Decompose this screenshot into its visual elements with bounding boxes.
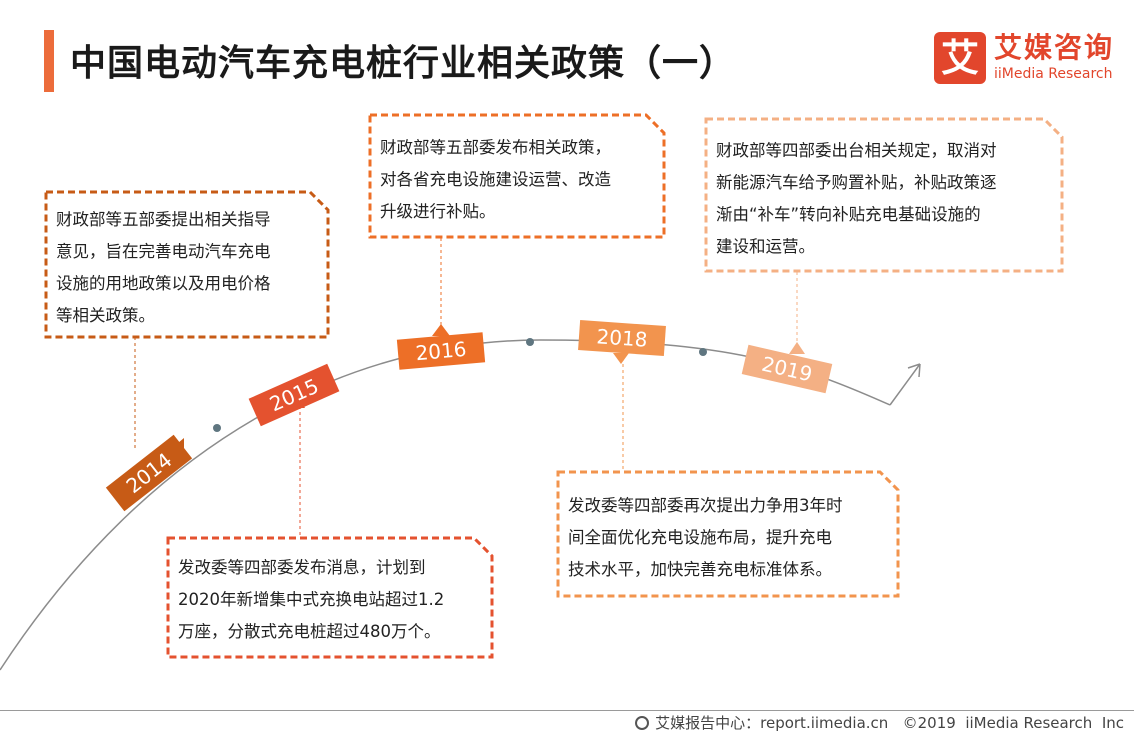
card-line: 财政部等四部委出台相关规定，取消对: [716, 141, 997, 160]
year-label-2018: 2018: [578, 320, 666, 356]
card-line: 新能源汽车给予购置补贴，补贴政策逐: [716, 173, 997, 192]
pointer-2018: [613, 353, 629, 364]
pointer-2016: [432, 324, 450, 336]
page-title: 中国电动汽车充电桩行业相关政策（一）: [70, 43, 737, 84]
card-line: 等相关政策。: [56, 306, 155, 325]
iimedia-logo: 艾 艾媒咨询 iiMedia Research: [934, 32, 1124, 86]
card-line: 万座，分散式充电桩超过480万个。: [178, 622, 441, 641]
logo-chinese-name: 艾媒咨询: [994, 31, 1115, 64]
card-line: 升级进行补贴。: [380, 202, 496, 221]
card-line: 对各省充电设施建设运营、改造: [380, 170, 611, 189]
event-card-2019: 财政部等四部委出台相关规定，取消对 新能源汽车给予购置补贴，补贴政策逐 渐由“补…: [706, 119, 1062, 271]
timeline-arrow-head: [889, 363, 921, 406]
card-line: 意见，旨在完善电动汽车充电: [56, 242, 271, 261]
card-line: 渐由“补车”转向补贴充电基础设施的: [716, 205, 981, 224]
logo-english-name: iiMedia Research: [994, 66, 1113, 82]
card-line: 财政部等五部委发布相关政策，: [380, 138, 611, 157]
footer-source[interactable]: 艾媒报告中心：report.iimedia.cn: [655, 714, 889, 732]
card-line: 技术水平，加快完善充电标准体系。: [568, 560, 832, 579]
globe-icon: [635, 716, 650, 730]
card-line: 财政部等五部委提出相关指导: [56, 210, 271, 229]
timeline-dot: [526, 338, 534, 346]
timeline-dot: [699, 348, 707, 356]
timeline-dot: [213, 424, 221, 432]
pointer-2019: [789, 342, 805, 354]
card-border-2019: [704, 117, 1064, 273]
card-line: 发改委等四部委再次提出力争用3年时: [568, 496, 843, 515]
card-border-2015: [166, 536, 494, 659]
event-card-2015: 发改委等四部委发布消息，计划到 2020年新增集中式充换电站超过1.2 万座，分…: [168, 538, 492, 657]
footer-spacer: [888, 713, 902, 733]
logo-mark: 艾: [934, 32, 986, 84]
event-card-2014: 财政部等五部委提出相关指导 意见，旨在完善电动汽车充电 设施的用地政策以及用电价…: [46, 192, 328, 337]
event-card-2018: 发改委等四部委再次提出力争用3年时 间全面优化充电设施布局，提升充电 技术水平，…: [558, 472, 898, 596]
card-line: 间全面优化充电设施布局，提升充电: [568, 528, 832, 547]
title-accent-bar: [44, 30, 54, 92]
card-line: 建设和运营。: [716, 237, 815, 256]
card-line: 2020年新增集中式充换电站超过1.2: [178, 590, 445, 609]
card-line: 发改委等四部委发布消息，计划到: [178, 558, 426, 577]
footer-copyright: ©2019 iiMedia Research Inc: [902, 714, 1124, 732]
card-border-2014: [44, 190, 330, 339]
footer-divider: [0, 710, 1134, 711]
card-line: 设施的用地政策以及用电价格: [56, 274, 271, 293]
event-card-2016: 财政部等五部委发布相关政策， 对各省充电设施建设运营、改造 升级进行补贴。: [370, 115, 664, 237]
card-border-2018: [556, 470, 900, 598]
footer: 艾媒报告中心：report.iimedia.cn ©2019 iiMedia R…: [635, 713, 1124, 733]
card-border-2016: [368, 113, 666, 239]
